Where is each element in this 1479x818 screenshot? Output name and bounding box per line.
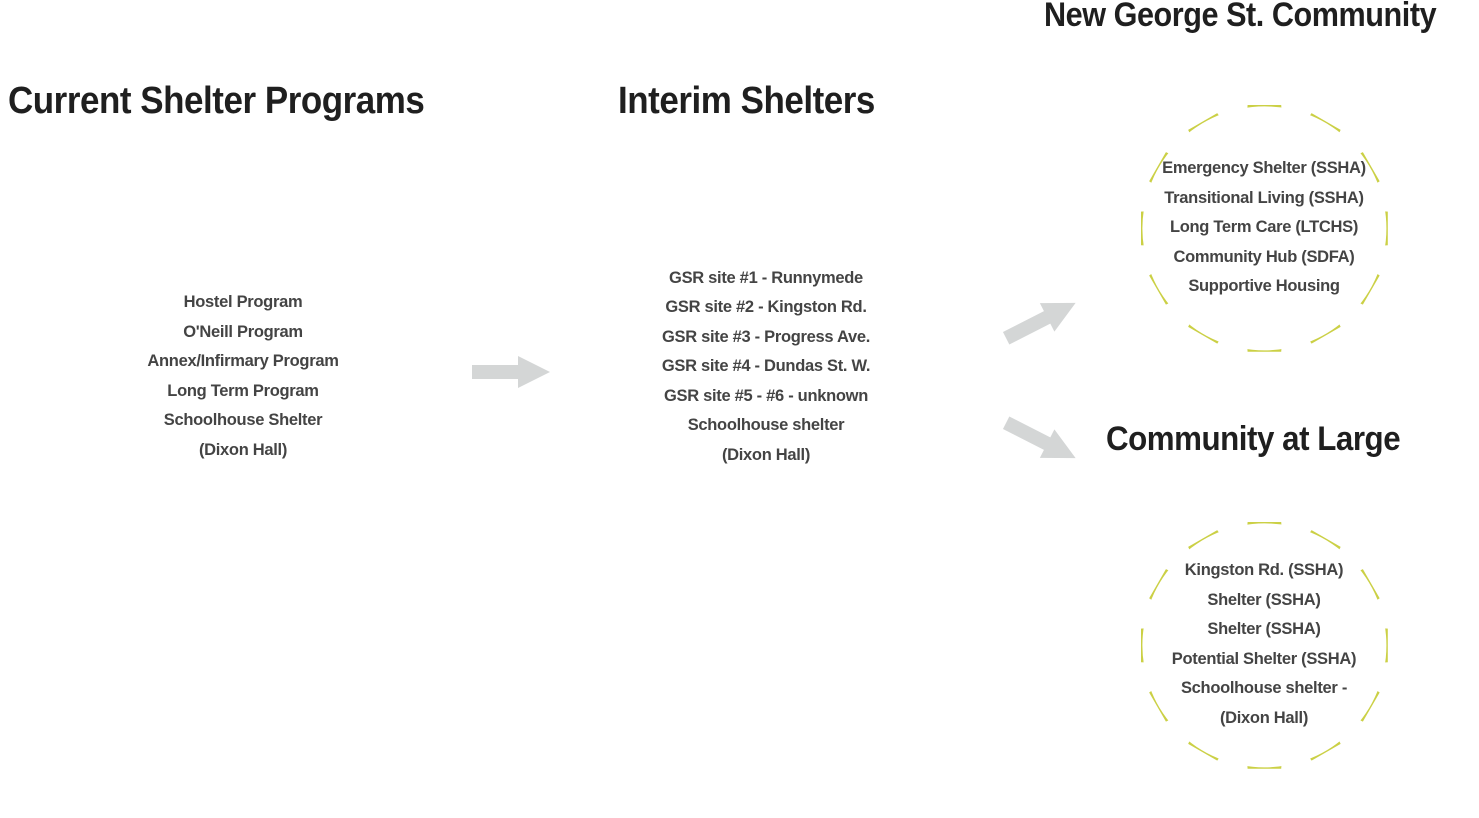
arrow-interim-to-large-icon	[1002, 416, 1076, 459]
program-item: Annex/Infirmary Program	[147, 352, 339, 371]
interim-shelters-heading: Interim Shelters	[618, 80, 875, 122]
program-item: (Dixon Hall)	[198, 440, 288, 459]
gear-icon	[1140, 104, 1388, 352]
site-item: GSR site #4 - Dundas St. W.	[661, 357, 871, 376]
site-item: GSR site #3 - Progress Ave.	[661, 327, 870, 346]
shelter-item: Kingston Rd. (SSHA)	[1184, 561, 1344, 580]
shelter-item: Potential Shelter (SSHA)	[1171, 649, 1357, 668]
site-item: GSR site #5 - #6 - unknown	[663, 386, 868, 405]
current-shelter-programs-gear: Hostel Program O'Neill Program Annex/Inf…	[106, 240, 379, 513]
service-item: Emergency Shelter (SSHA)	[1162, 159, 1366, 178]
service-item: Community Hub (SDFA)	[1173, 247, 1355, 266]
gear-icon	[1140, 521, 1388, 769]
new-george-st-community-heading: New George St. Community	[1044, 0, 1437, 34]
gear-center	[1141, 105, 1386, 350]
program-item: Long Term Program	[167, 381, 319, 400]
shelter-item: (Dixon Hall)	[1219, 708, 1309, 727]
current-shelter-programs-heading: Current Shelter Programs	[8, 80, 425, 122]
gear-icon	[629, 230, 902, 503]
community-at-large-list: Kingston Rd. (SSHA) Shelter (SSHA) Shelt…	[1136, 517, 1393, 774]
community-at-large-gear: Kingston Rd. (SSHA) Shelter (SSHA) Shelt…	[1136, 517, 1393, 774]
current-shelter-programs-list: Hostel Program O'Neill Program Annex/Inf…	[108, 242, 377, 511]
shelter-item: Shelter (SSHA)	[1207, 590, 1321, 609]
site-item: (Dixon Hall)	[721, 445, 811, 464]
shelter-item: Schoolhouse shelter -	[1180, 679, 1348, 698]
site-item: Schoolhouse shelter	[687, 416, 845, 435]
gear-center	[1141, 522, 1386, 767]
interim-shelters-gear: GSR site #1 - Runnymede GSR site #2 - Ki…	[629, 230, 902, 503]
gear-center	[106, 240, 379, 513]
program-item: Schoolhouse Shelter	[163, 411, 323, 430]
program-item: O'Neill Program	[183, 322, 303, 341]
site-item: GSR site #2 - Kingston Rd.	[665, 298, 867, 317]
new-george-st-community-list: Emergency Shelter (SSHA) Transitional Li…	[1136, 100, 1393, 357]
new-george-st-community-gear: Emergency Shelter (SSHA) Transitional Li…	[1136, 100, 1393, 357]
arrow-current-to-interim-icon	[472, 356, 550, 388]
interim-shelters-list: GSR site #1 - Runnymede GSR site #2 - Ki…	[632, 233, 899, 500]
arrow-interim-to-george-icon	[1002, 302, 1076, 345]
community-at-large-heading: Community at Large	[1106, 420, 1401, 458]
service-item: Transitional Living (SSHA)	[1164, 188, 1364, 207]
gear-center	[629, 230, 902, 503]
service-item: Long Term Care (LTCHS)	[1169, 218, 1359, 237]
shelter-item: Shelter (SSHA)	[1207, 620, 1321, 639]
service-item: Supportive Housing	[1188, 277, 1340, 296]
program-item: Hostel Program	[183, 293, 303, 312]
gear-icon	[106, 240, 379, 513]
site-item: GSR site #1 - Runnymede	[669, 268, 863, 287]
